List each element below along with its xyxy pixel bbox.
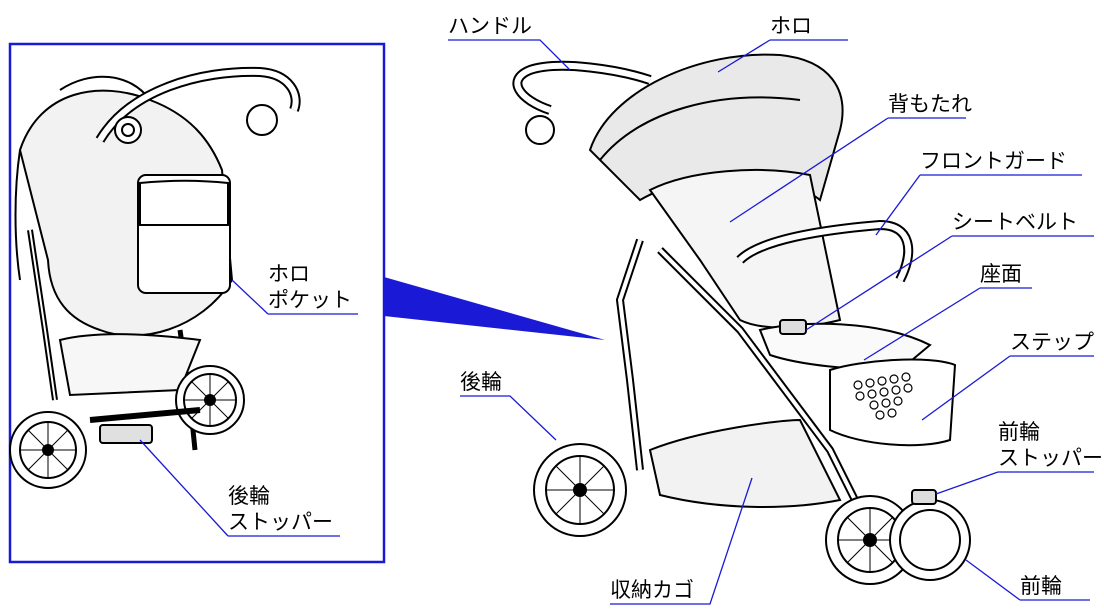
label-hood-pocket-line2: ポケット	[268, 288, 352, 312]
leader-front-stopper	[935, 471, 1094, 495]
label-rear-stopper-line1: 後輪	[228, 484, 270, 508]
leader-handle	[448, 39, 571, 71]
step-holes	[853, 372, 913, 420]
main-stroller-drawing	[512, 53, 971, 585]
front-stopper-drawing	[911, 489, 937, 505]
inset-stroller-drawing	[9, 66, 301, 489]
label-front-guard: フロントガード	[920, 149, 1067, 173]
seat-belt-buckle-drawing	[779, 319, 807, 335]
rear-brake-pedal-drawing	[99, 424, 153, 444]
backrest-drawing	[648, 169, 842, 329]
label-backrest: 背もたれ	[888, 92, 972, 116]
label-step: ステップ	[1010, 330, 1094, 354]
label-basket: 収納カゴ	[610, 578, 694, 602]
leader-hood-pocket	[231, 279, 358, 315]
label-front-stopper-line2: ストッパー	[998, 446, 1103, 470]
leader-seat	[863, 287, 1032, 361]
label-rear-stopper-line2: ストッパー	[228, 510, 333, 534]
leader-backrest	[729, 117, 966, 223]
step-drawing	[829, 358, 957, 447]
leader-lines	[139, 39, 1094, 605]
leader-hood	[717, 39, 848, 73]
label-seat: 座面	[980, 262, 1022, 286]
label-rear-wheel: 後輪	[460, 370, 502, 394]
zoom-callout-wedge	[384, 277, 605, 340]
label-hood-pocket-line1: ホロ	[268, 262, 310, 286]
leader-basket	[610, 477, 753, 605]
leader-seat-belt	[805, 235, 1094, 331]
leader-rear-stopper	[139, 439, 340, 537]
leader-rear-wheel	[460, 395, 557, 441]
leader-front-wheel	[965, 559, 1090, 601]
basket-drawing	[648, 418, 842, 508]
leader-front-guard	[875, 174, 1082, 236]
label-hood: ホロ	[770, 14, 812, 38]
label-front-wheel: 前輪	[1020, 574, 1062, 598]
label-seat-belt: シートベルト	[952, 210, 1078, 234]
label-handle: ハンドル	[448, 14, 532, 38]
leader-step	[921, 355, 1094, 421]
label-front-stopper-line1: 前輪	[998, 420, 1040, 444]
